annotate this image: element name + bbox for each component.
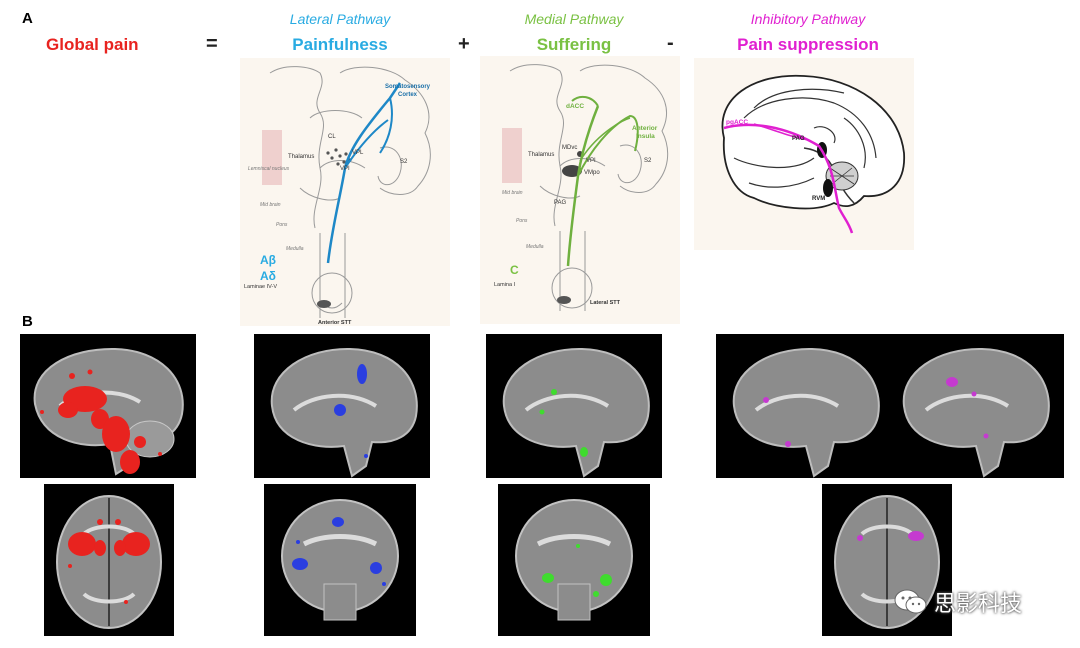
equals-operator: = [206,33,218,56]
pain-suppression-title: Pain suppression [708,35,908,55]
painfulness-title: Painfulness [240,35,440,55]
medial-pathway-diagram: dACC Anterior Insula MDvc Thalamus VPI V… [480,56,680,324]
watermark: 思影科技 [894,586,1022,618]
medial-sagittal-slice [486,334,662,478]
c-fiber-label: C [510,263,519,277]
plus-operator: + [458,33,470,56]
lateral-sagittal-slice [254,334,430,478]
cortex-label-1: Somatosensory [385,84,431,90]
thalamus-label: Thalamus [288,154,314,160]
suffering-title: Suffering [474,35,674,55]
global-sagittal-slice [20,334,196,478]
midbrain-label: Mid brain [260,202,281,208]
pgacc-label: pgACC [726,119,748,126]
s2-label: S2 [400,159,408,165]
dacc-label: dACC [566,103,584,110]
s2-label-medial: S2 [644,158,652,164]
cl-label: CL [328,134,336,140]
medulla-label-medial: Medulla [526,244,544,250]
medulla-label: Medulla [286,246,304,252]
thalamus-label-medial: Thalamus [528,152,554,158]
lateral-stt-label: Lateral STT [590,300,621,306]
inhibitory-pathway-label: Inhibitory Pathway [708,11,908,27]
global-pain-label: Global pain [46,35,139,55]
medial-pathway-label: Medial Pathway [474,11,674,27]
panel-b-letter: B [22,313,33,330]
wechat-icon [894,588,928,616]
vmpo-label: VMpo [584,170,600,176]
anterior-stt-label: Anterior STT [318,320,352,326]
lamina-i-label: Lamina I [494,282,516,288]
medial-coronal-slice [498,484,650,636]
abeta-label: Aβ [260,253,276,267]
midbrain-label-medial: Mid brain [502,190,523,196]
pons-label: Pons [276,222,288,228]
lateral-pathway-diagram: Somatosensory Cortex CL Thalamus VPL VPI… [240,58,450,326]
rvm-label: RVM [812,196,825,202]
panel-a-letter: A [22,10,33,27]
inhibitory-pathway-diagram: pgACC PAG RVM [694,58,914,250]
lamina-label: Laminae IV-V [244,284,277,290]
pons-label-medial: Pons [516,218,528,224]
mdvc-label: MDvc [562,145,577,151]
cortex-label-2: Cortex [398,92,418,98]
adelta-label: Aδ [260,269,276,283]
inhibitory-sagittal-slices [716,334,1064,478]
global-axial-slice [44,484,174,636]
lateral-pathway-label: Lateral Pathway [240,11,440,27]
vpl-label: VPL [352,150,364,156]
lateral-coronal-slice [264,484,416,636]
watermark-text: 思影科技 [934,586,1022,618]
pag-label-medial: PAG [554,200,567,206]
vpi-label-medial: VPI [586,158,596,164]
pag-label-inhibitory: PAG [792,136,805,142]
vpi-label: VPI [340,166,350,172]
lemniscal-label: Lemniscal nucleus [248,166,290,172]
insula-label-1: Anterior [632,125,658,132]
insula-label-2: Insula [636,133,655,140]
